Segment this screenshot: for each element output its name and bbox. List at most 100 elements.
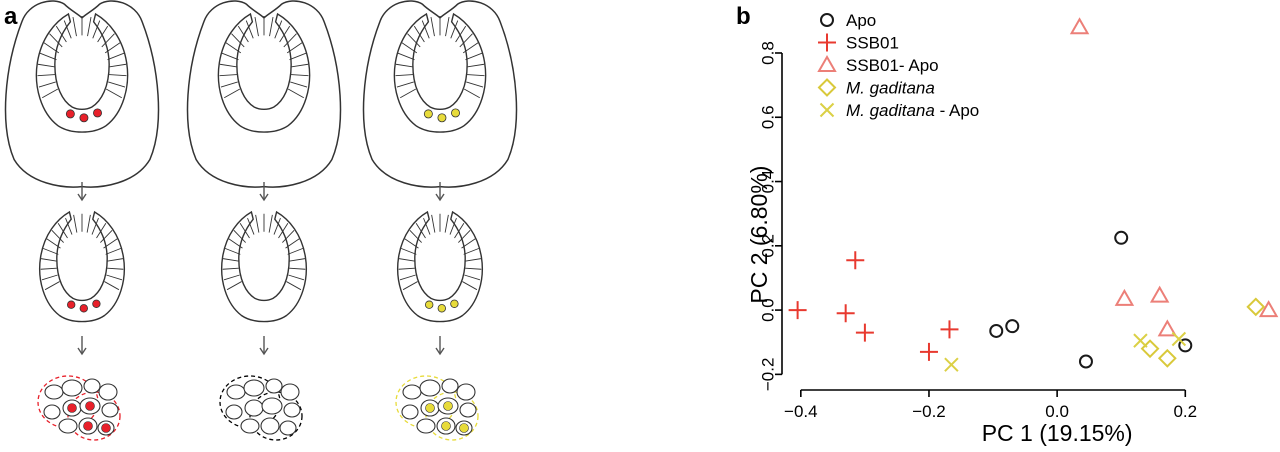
- panel-b-label: b: [736, 3, 751, 30]
- dissociated-cells: [37, 375, 121, 441]
- gut-epithelium: [221, 210, 307, 323]
- cell: [83, 378, 101, 394]
- data-point-triangle: [1149, 285, 1170, 303]
- cell: [61, 379, 83, 397]
- cell-dividers: [398, 213, 482, 291]
- cell: [416, 418, 436, 434]
- cell-dividers: [222, 213, 306, 291]
- labelled-cell: [79, 113, 89, 123]
- gut-epithelium: [393, 12, 487, 133]
- data-point-circle: [1178, 338, 1193, 353]
- legend-entry: SSB01: [846, 34, 899, 53]
- data-point-plus: [855, 323, 874, 342]
- cell: [244, 399, 264, 417]
- legend-symbol-diamond: [817, 78, 837, 97]
- x-tick-label: 0.0: [1045, 402, 1069, 421]
- legend-symbol-triangle: [817, 54, 837, 72]
- labelled-cell: [85, 401, 95, 411]
- legend-symbol-circle: [820, 13, 834, 27]
- y-tick-label: 0.2: [759, 234, 778, 258]
- legend-symbol-cross: [819, 102, 835, 118]
- labelled-cell: [67, 300, 76, 309]
- legend-symbol-plus: [818, 33, 836, 52]
- labelled-cell: [443, 401, 453, 411]
- y-tick-label: 0.0: [759, 298, 778, 322]
- data-point-plus: [919, 342, 938, 361]
- cell: [441, 378, 459, 394]
- cell: [456, 383, 476, 401]
- labelled-cell: [437, 304, 446, 313]
- gut-section: [4, 0, 160, 188]
- x-axis-title: PC 1 (19.15%): [982, 420, 1133, 446]
- cell: [265, 378, 283, 394]
- diagram-column: [4, 0, 160, 441]
- labelled-cell: [93, 108, 102, 118]
- labelled-cell: [92, 299, 101, 308]
- cell-dividers: [395, 15, 485, 99]
- data-point-plus: [940, 320, 959, 339]
- gut-section: [221, 210, 307, 323]
- cell: [279, 420, 297, 436]
- data-point-triangle: [1157, 319, 1178, 337]
- data-point-diamond: [1140, 339, 1160, 359]
- dashed-gate: [249, 391, 303, 441]
- cell: [43, 404, 61, 420]
- cell-dividers: [40, 213, 124, 291]
- legend-entry: SSB01- Apo: [846, 56, 939, 75]
- data-points: [788, 17, 1279, 372]
- x-tick-label: −0.4: [784, 402, 818, 421]
- dissociated-cells: [395, 375, 479, 441]
- data-point-plus: [788, 301, 807, 320]
- gut-section: [186, 0, 342, 188]
- arrow-head: [259, 193, 269, 202]
- data-point-cross: [1133, 333, 1148, 348]
- data-point-triangle: [1258, 300, 1279, 318]
- legend-entry: M. gaditana - Apo: [846, 101, 979, 120]
- gut-section: [362, 0, 518, 188]
- data-point-plus: [846, 251, 865, 270]
- cell: [101, 402, 119, 418]
- x-tick-label: 0.2: [1173, 402, 1197, 421]
- cell: [98, 383, 118, 401]
- arrow-head: [435, 347, 445, 356]
- arrow-head: [77, 193, 87, 202]
- gut-epithelium: [397, 210, 483, 323]
- diagram-column: [362, 0, 518, 441]
- cell: [402, 384, 422, 400]
- labelled-cell: [437, 113, 447, 123]
- legend-entry: M. gaditana: [846, 79, 935, 98]
- labelled-cell: [459, 423, 469, 433]
- data-point-plus: [836, 304, 855, 323]
- data-point-circle: [1114, 230, 1129, 245]
- arrow-head: [435, 193, 445, 202]
- cell: [225, 404, 243, 420]
- gut-section: [39, 210, 125, 323]
- data-point-circle: [1078, 354, 1093, 369]
- data-point-circle: [989, 323, 1004, 338]
- diagram-column: [186, 0, 342, 441]
- labelled-cell: [423, 109, 433, 119]
- dissociated-cells: [219, 375, 303, 441]
- labelled-cell: [441, 421, 451, 431]
- labelled-cell: [450, 299, 459, 308]
- gut-section: [397, 210, 483, 323]
- data-point-diamond: [1157, 348, 1177, 368]
- data-point-cross: [1171, 331, 1187, 347]
- y-tick-label: 0.4: [759, 170, 778, 194]
- dashed-gate: [425, 391, 479, 441]
- cell: [240, 418, 260, 434]
- y-axis-ticks: −0.20.00.20.40.60.8: [759, 41, 782, 391]
- gut-epithelium: [217, 12, 311, 133]
- dashed-gate: [67, 391, 121, 441]
- labelled-cell: [65, 109, 75, 119]
- panel-a-label: a: [4, 3, 18, 30]
- cell: [260, 417, 280, 435]
- labelled-cell: [451, 108, 460, 118]
- arrow-head: [259, 347, 269, 356]
- labelled-cell: [79, 304, 88, 313]
- gut-epithelium: [35, 12, 129, 133]
- labelled-cell: [425, 300, 434, 309]
- y-tick-label: 0.6: [759, 105, 778, 129]
